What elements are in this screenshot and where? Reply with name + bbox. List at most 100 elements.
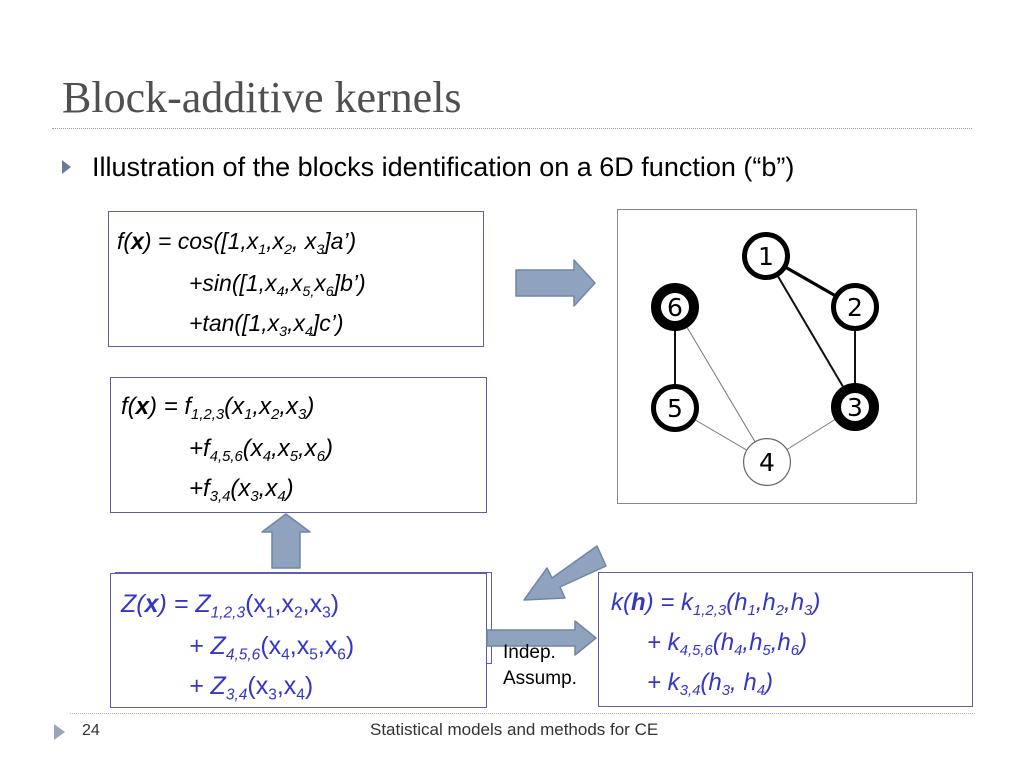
text: x bbox=[314, 270, 326, 296]
text: +f bbox=[189, 475, 210, 502]
text: ]a’) bbox=[324, 228, 357, 254]
bullet-text: Illustration of the blocks identificatio… bbox=[92, 152, 795, 182]
footer-divider bbox=[70, 713, 975, 714]
subscript: 4 bbox=[734, 643, 743, 660]
right-arrow-icon bbox=[515, 259, 596, 307]
subscript: 3,4 bbox=[225, 686, 248, 704]
x-vector: x bbox=[131, 228, 144, 254]
block-decomposition-box: f(x) = f1,2,3(x1,x2,x3) +f4,5,6(x4,x5,x6… bbox=[110, 377, 487, 513]
original-function-line-2: +sin([1,x4,x5,x6]b’) bbox=[189, 268, 366, 300]
subscript: 3 bbox=[298, 407, 307, 424]
original-function-box: f(x) = cos([1,x1,x2, x3]a’) +sin([1,x4,x… bbox=[108, 211, 484, 347]
graph-node-1 bbox=[742, 232, 790, 280]
subscript: 1,2,3 bbox=[191, 407, 225, 424]
text: , h bbox=[730, 669, 757, 696]
indep-text: Indep. bbox=[503, 642, 556, 663]
text: ,x bbox=[284, 270, 303, 296]
graph-node-label-5: 5 bbox=[667, 394, 683, 423]
graph-node-label-3: 3 bbox=[847, 393, 863, 422]
text: ) = k bbox=[645, 589, 694, 616]
text: +f bbox=[189, 435, 210, 462]
subscript: 5, bbox=[302, 283, 315, 300]
subscript: 6 bbox=[316, 449, 325, 466]
text: ]b’) bbox=[333, 270, 366, 296]
text: ,h bbox=[784, 589, 805, 616]
block-line-3: +f3,4(x3,x4) bbox=[189, 474, 294, 506]
slide-number: 24 bbox=[82, 722, 100, 739]
subscript: 1 bbox=[258, 241, 267, 258]
text: + k bbox=[647, 669, 680, 696]
graph-node-3 bbox=[831, 383, 879, 431]
subscript: 4 bbox=[756, 683, 765, 700]
subscript: 4 bbox=[276, 283, 285, 300]
text: + Z bbox=[189, 672, 226, 700]
text: (x bbox=[242, 435, 263, 462]
down-left-arrow-icon bbox=[523, 545, 607, 601]
subscript: 1 bbox=[265, 604, 275, 622]
original-function-line-1: f(x) = cos([1,x1,x2, x3]a’) bbox=[117, 226, 357, 258]
text: ,x bbox=[258, 475, 278, 502]
subscript: 4,5,6 bbox=[679, 643, 713, 660]
graph-node-2 bbox=[831, 283, 879, 331]
subscript: 6 bbox=[337, 646, 346, 664]
footer-arrow-icon bbox=[54, 724, 65, 740]
subscript: 5 bbox=[309, 646, 318, 664]
title-divider bbox=[52, 128, 972, 129]
subscript: 1 bbox=[244, 407, 253, 424]
text: ,h bbox=[742, 629, 763, 656]
text: + k bbox=[647, 629, 680, 656]
kernel-line-1: k(h) = k1,2,3(h1,h2,h3) bbox=[611, 587, 820, 619]
block-line-2: +f4,5,6(x4,x5,x6) bbox=[189, 434, 333, 466]
text: ,x bbox=[298, 435, 317, 462]
text: ) bbox=[285, 475, 294, 502]
subscript: 4,5,6 bbox=[209, 449, 243, 466]
text: ,x bbox=[266, 228, 285, 254]
text: ) bbox=[764, 669, 773, 696]
subscript: 2 bbox=[284, 241, 293, 258]
subscript: 4 bbox=[304, 323, 313, 340]
subscript: 4 bbox=[262, 449, 272, 466]
subscript: 3,4 bbox=[679, 683, 701, 700]
text: ) bbox=[304, 672, 314, 700]
text: ,x bbox=[274, 590, 294, 618]
text: ,x bbox=[271, 435, 290, 462]
subscript: 2 bbox=[294, 604, 303, 622]
text: ,x bbox=[302, 590, 323, 618]
text: ,x bbox=[287, 310, 305, 336]
kernel-line-2: + k4,5,6(h4,h5,h6) bbox=[647, 627, 807, 659]
graph-node-6 bbox=[651, 283, 699, 331]
text: ,x bbox=[252, 393, 272, 420]
text: ) bbox=[306, 393, 315, 420]
graph-node-5 bbox=[651, 384, 699, 432]
subscript: 3 bbox=[250, 489, 259, 506]
process-decomposition-box: Z(x) = Z1,2,3(x1,x2,x3) + Z4,5,6(x4,x5,x… bbox=[110, 573, 487, 708]
graph-node-label-1: 1 bbox=[758, 242, 774, 271]
text: ) = cos([1,x bbox=[143, 228, 259, 254]
text: +sin([1,x bbox=[189, 270, 277, 296]
process-line-2: + Z4,5,6(x4,x5,x6) bbox=[189, 630, 354, 664]
independence-assumption-label: Indep. Assump. bbox=[503, 640, 577, 692]
footer-text: Statistical models and methods for CE bbox=[370, 720, 659, 739]
text: , x bbox=[292, 228, 317, 254]
subscript: 4 bbox=[296, 686, 305, 704]
subscript: 5 bbox=[289, 449, 299, 466]
process-line-1: Z(x) = Z1,2,3(x1,x2,x3) bbox=[121, 588, 339, 622]
text: ,x bbox=[279, 393, 299, 420]
h-vector: h bbox=[631, 589, 646, 616]
x-vector: x bbox=[144, 590, 159, 618]
text: ,x bbox=[276, 672, 297, 700]
subscript: 1,2,3 bbox=[693, 603, 727, 620]
subscript: 1 bbox=[747, 603, 756, 620]
assump-text: Assump. bbox=[503, 668, 577, 689]
text: (h bbox=[700, 669, 722, 696]
x-vector: x bbox=[135, 393, 150, 420]
text: (x bbox=[230, 475, 251, 502]
text: +tan([1,x bbox=[189, 310, 280, 336]
text: ) bbox=[799, 629, 807, 656]
process-line-3: + Z3,4(x3,x4) bbox=[189, 670, 314, 704]
text: ) bbox=[324, 435, 333, 462]
subscript: 2 bbox=[775, 603, 785, 620]
slide-title: Block-additive kernels bbox=[62, 73, 462, 122]
